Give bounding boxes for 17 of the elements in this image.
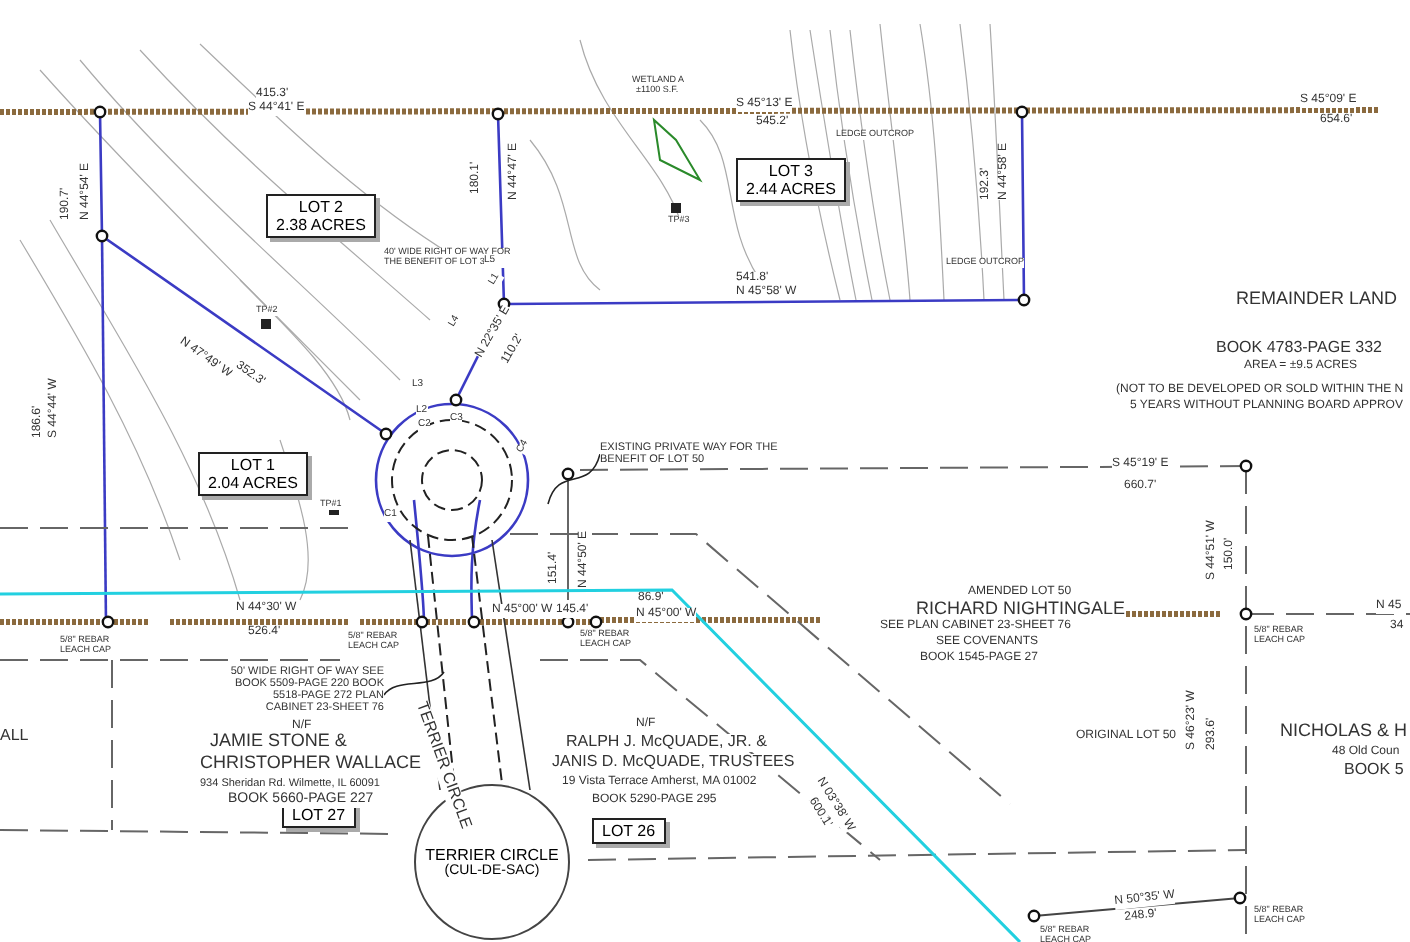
deed-reference: BOOK 5 <box>1344 762 1404 780</box>
owner-name: JANIS D. McQUADE, TRUSTEES <box>552 754 795 772</box>
owner-name: REMAINDER LAND <box>1236 290 1398 310</box>
deed-reference: BOOK 4783-PAGE 332 <box>1216 340 1383 358</box>
owner-name: JAMIE STONE & <box>210 732 347 752</box>
owner-name: CHRISTOPHER WALLACE <box>200 754 422 774</box>
leader-line <box>383 671 445 696</box>
lot-label: LOT 2 2.38 ACRES <box>266 194 376 239</box>
road-name: TERRIER CIRCLE <box>425 846 559 864</box>
owner-name: ALL <box>0 728 29 746</box>
lot-label: LOT 1 2.04 ACRES <box>198 452 308 497</box>
owner-name: NICHOLAS & H <box>1280 722 1408 742</box>
lot-label: LOT 26 <box>592 818 666 845</box>
owner-name: RALPH J. McQUADE, JR. & <box>566 734 767 752</box>
leader-line <box>547 453 601 505</box>
lot-label: LOT 3 2.44 ACRES <box>736 158 846 203</box>
owner-name: RICHARD NIGHTINGALE <box>916 600 1126 620</box>
